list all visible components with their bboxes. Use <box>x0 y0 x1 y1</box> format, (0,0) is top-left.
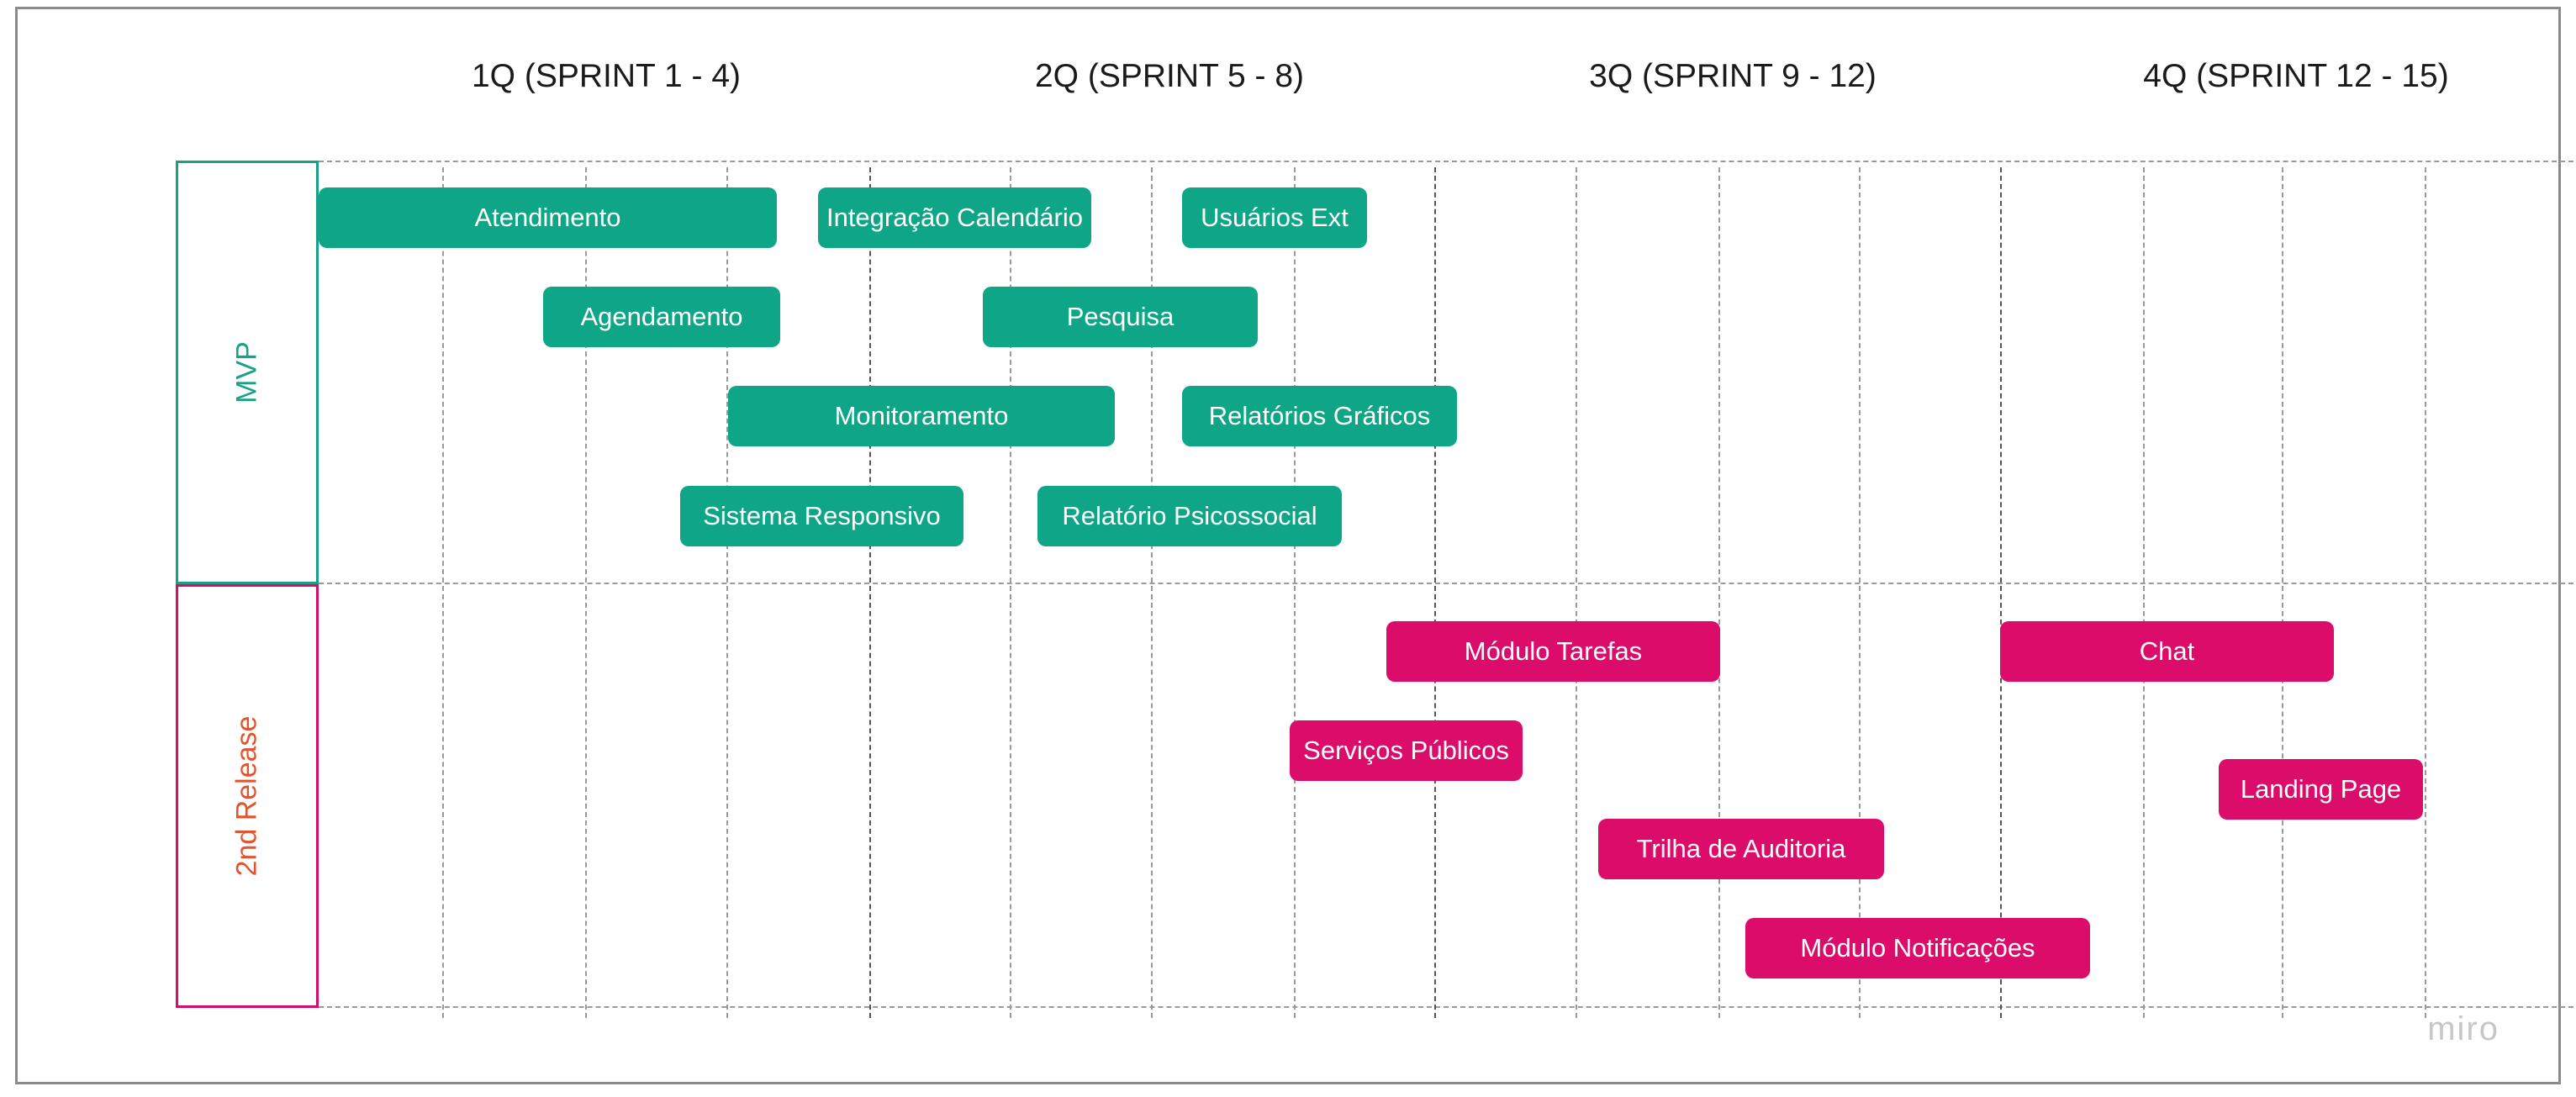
sprint-grid-line <box>1010 167 1011 1018</box>
grid-line-middle <box>319 583 2576 584</box>
sprint-grid-line <box>726 167 728 1018</box>
card-usuarios-ext[interactable]: Usuários Ext <box>1182 187 1367 248</box>
card-agendamento[interactable]: Agendamento <box>543 287 780 347</box>
lane-label-2nd-release: 2nd Release <box>230 715 263 877</box>
sprint-grid-line <box>1859 167 1861 1018</box>
card-integracao-calendario[interactable]: Integração Calendário <box>818 187 1091 248</box>
sprint-grid-line <box>442 167 444 1018</box>
lane-2nd-release: 2nd Release <box>176 584 319 1008</box>
miro-logo: miro <box>2427 1010 2499 1047</box>
lane-label-mvp: MVP <box>230 341 263 403</box>
sprint-grid-line <box>2425 167 2426 1018</box>
card-modulo-notificacoes[interactable]: Módulo Notificações <box>1745 918 2090 978</box>
quarter-grid-line <box>1434 167 1436 1018</box>
sprint-grid-line <box>1294 167 1296 1018</box>
grid-line-bottom <box>319 1006 2576 1008</box>
quarter-header-3: 3Q (SPRINT 9 - 12) <box>1589 58 1877 94</box>
sprint-grid-line <box>1718 167 1720 1018</box>
quarter-grid-line <box>2000 167 2002 1018</box>
quarter-grid-line <box>869 167 871 1018</box>
card-landing-page[interactable]: Landing Page <box>2219 759 2423 820</box>
card-chat[interactable]: Chat <box>2000 621 2334 682</box>
card-relatorio-psicossocial[interactable]: Relatório Psicossocial <box>1037 486 1342 546</box>
card-atendimento[interactable]: Atendimento <box>319 187 777 248</box>
grid-line-top <box>319 161 2576 162</box>
card-monitoramento[interactable]: Monitoramento <box>728 386 1115 446</box>
lane-mvp: MVP <box>176 161 319 584</box>
quarter-header-2: 2Q (SPRINT 5 - 8) <box>1034 58 1305 94</box>
card-pesquisa[interactable]: Pesquisa <box>983 287 1258 347</box>
card-sistema-responsivo[interactable]: Sistema Responsivo <box>680 486 963 546</box>
card-relatorios-graficos[interactable]: Relatórios Gráficos <box>1182 386 1457 446</box>
quarter-header-4: 4Q (SPRINT 12 - 15) <box>2143 58 2449 94</box>
card-modulo-tarefas[interactable]: Módulo Tarefas <box>1386 621 1720 682</box>
card-trilha-de-auditoria[interactable]: Trilha de Auditoria <box>1598 819 1884 879</box>
sprint-grid-line <box>2282 167 2283 1018</box>
roadmap-board: 1Q (SPRINT 1 - 4) 2Q (SPRINT 5 - 8) 3Q (… <box>15 7 2576 1084</box>
sprint-grid-line <box>1576 167 1577 1018</box>
sprint-grid-line <box>2143 167 2145 1018</box>
sprint-grid-line <box>1151 167 1153 1018</box>
sprint-grid-line <box>585 167 587 1018</box>
card-servicos-publicos[interactable]: Serviços Públicos <box>1290 720 1523 781</box>
quarter-header-1: 1Q (SPRINT 1 - 4) <box>471 58 742 94</box>
